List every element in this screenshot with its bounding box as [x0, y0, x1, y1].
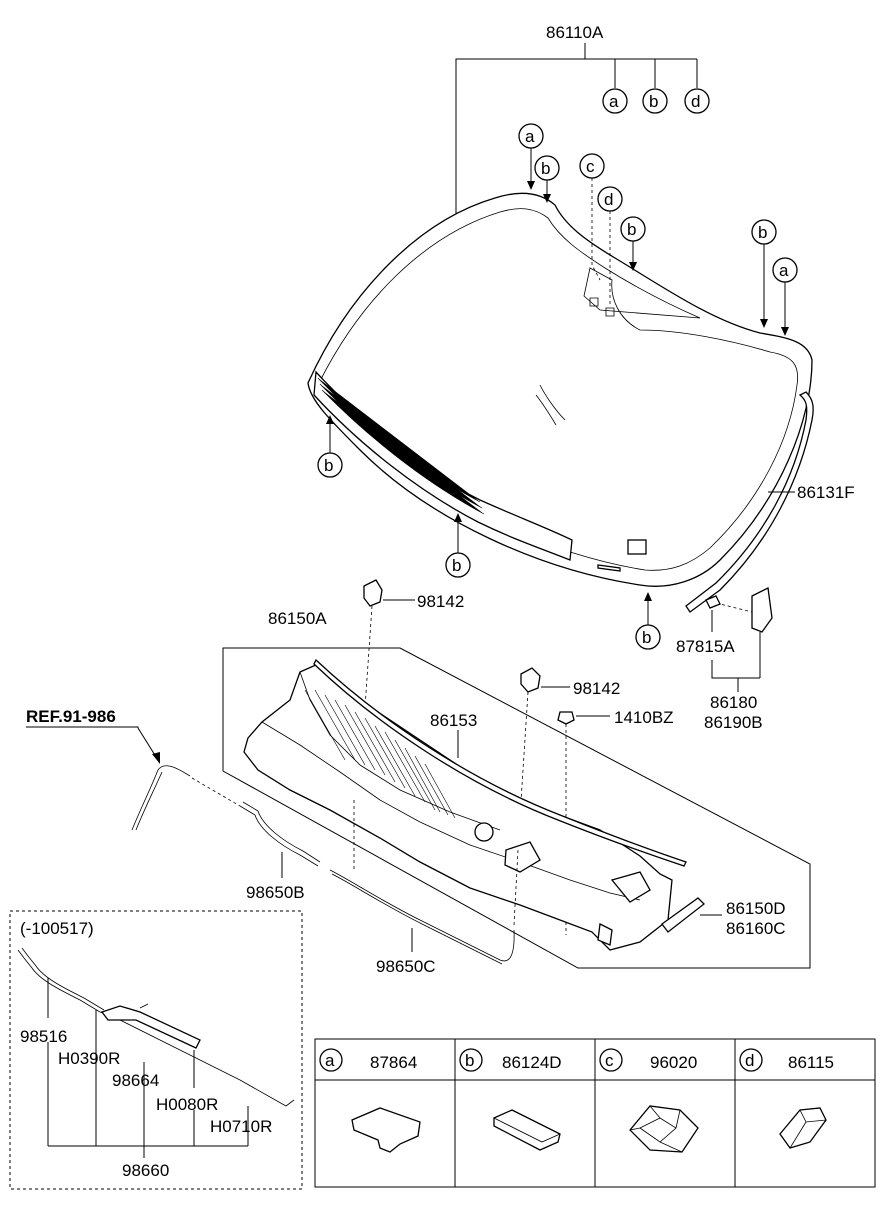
- label-86150a[interactable]: 86150A: [268, 609, 327, 628]
- inset-part-h0390r[interactable]: H0390R: [58, 1049, 120, 1068]
- svg-text:a: a: [609, 92, 619, 111]
- label-86150d[interactable]: 86150D: [726, 899, 786, 918]
- svg-text:c: c: [605, 1051, 614, 1070]
- inset-hose[interactable]: [17, 947, 295, 1107]
- label-98142-left[interactable]: 98142: [417, 592, 464, 611]
- cover-86150d[interactable]: [661, 897, 705, 933]
- label-86110a[interactable]: 86110A: [546, 23, 604, 42]
- svg-text:b: b: [627, 220, 636, 239]
- ref-91-986[interactable]: REF.91-986: [26, 707, 116, 726]
- bubble-b-glass-mid[interactable]: b: [620, 216, 646, 271]
- label-98142-right[interactable]: 98142: [573, 679, 620, 698]
- label-1410bz[interactable]: 1410BZ: [614, 708, 674, 727]
- label-86153[interactable]: 86153: [430, 711, 477, 730]
- svg-text:d: d: [604, 190, 613, 209]
- svg-text:b: b: [465, 1051, 474, 1070]
- inset-title: (-100517): [20, 919, 94, 938]
- label-86180[interactable]: 86180: [710, 693, 757, 712]
- label-86190b[interactable]: 86190B: [704, 713, 763, 732]
- svg-text:d: d: [691, 92, 700, 111]
- inset-part-98664[interactable]: 98664: [112, 1071, 159, 1090]
- label-86131f[interactable]: 86131F: [797, 483, 855, 502]
- inset-assembly-98660[interactable]: 98660: [122, 1161, 169, 1180]
- svg-text:a: a: [525, 127, 535, 146]
- svg-text:d: d: [745, 1051, 754, 1070]
- svg-text:b: b: [642, 628, 651, 647]
- svg-text:a: a: [325, 1051, 335, 1070]
- svg-text:b: b: [649, 92, 658, 111]
- svg-text:c: c: [586, 157, 595, 176]
- bubble-b-glass-bottomright[interactable]: b: [635, 592, 661, 650]
- hose-98650c[interactable]: [329, 800, 519, 965]
- bubble-a-top[interactable]: a: [602, 88, 628, 114]
- label-87815a[interactable]: 87815A: [676, 637, 735, 656]
- bubble-d-top[interactable]: d: [684, 88, 710, 114]
- bubble-b-top[interactable]: b: [642, 88, 668, 114]
- molding-86131f[interactable]: [685, 391, 814, 613]
- bubble-d-glass[interactable]: d: [597, 186, 623, 317]
- legend-item-c[interactable]: c 96020: [599, 1048, 699, 1153]
- hose-98650b[interactable]: [239, 801, 321, 867]
- svg-text:87864: 87864: [370, 1053, 417, 1072]
- bubble-b-glass-top[interactable]: b: [534, 155, 560, 203]
- bubble-a-glass-top[interactable]: a: [518, 123, 544, 190]
- cowl-panel[interactable]: [243, 663, 673, 951]
- hose-ref[interactable]: [131, 765, 241, 831]
- svg-text:b: b: [758, 223, 767, 242]
- svg-text:86115: 86115: [788, 1053, 834, 1072]
- cowl-seal-86153[interactable]: [313, 658, 687, 867]
- legend-item-d[interactable]: d 86115: [739, 1048, 834, 1149]
- legend-table: [314, 1038, 876, 1188]
- washer-nozzle-right[interactable]: [517, 667, 541, 849]
- svg-text:96020: 96020: [650, 1053, 697, 1072]
- legend-item-a[interactable]: a 87864: [319, 1048, 421, 1153]
- bubble-b-glass-bottom[interactable]: b: [445, 513, 471, 578]
- label-98650c[interactable]: 98650C: [376, 957, 436, 976]
- bubble-b-glass-right[interactable]: b: [751, 219, 777, 328]
- label-86160c[interactable]: 86160C: [726, 919, 786, 938]
- bubble-b-glass-left[interactable]: b: [317, 415, 343, 478]
- side-bracket[interactable]: [705, 587, 773, 633]
- bubble-c-glass[interactable]: c: [579, 153, 605, 307]
- svg-text:86124D: 86124D: [502, 1053, 562, 1072]
- inset-part-h0710r[interactable]: H0710R: [210, 1117, 272, 1136]
- svg-text:a: a: [779, 261, 789, 280]
- label-98650b[interactable]: 98650B: [246, 883, 305, 902]
- svg-text:b: b: [452, 556, 461, 575]
- windshield-glass[interactable]: [307, 192, 813, 587]
- bubble-a-glass-right[interactable]: a: [772, 257, 798, 336]
- svg-text:b: b: [324, 456, 333, 475]
- svg-text:b: b: [541, 159, 550, 178]
- inset-part-h0080r[interactable]: H0080R: [156, 1095, 218, 1114]
- inset-box: [9, 910, 303, 1190]
- legend-item-b[interactable]: b 86124D: [459, 1048, 562, 1151]
- inset-part-98516[interactable]: 98516: [20, 1027, 67, 1046]
